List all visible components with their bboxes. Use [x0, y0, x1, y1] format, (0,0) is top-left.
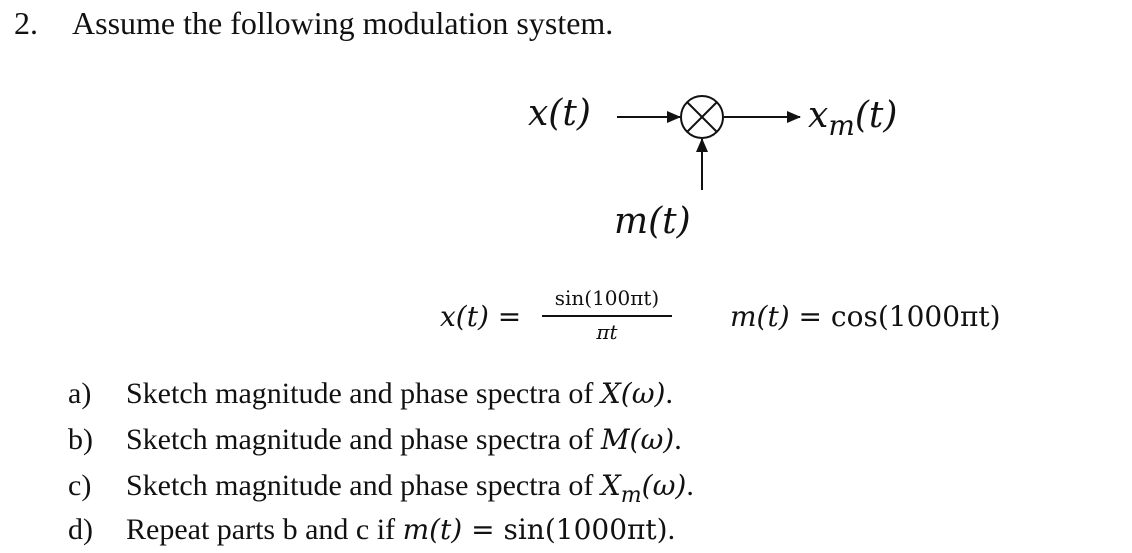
x-equation-lhs: x(t) =	[440, 300, 522, 333]
part-math-main: X	[600, 469, 621, 502]
part-letter: c)	[68, 469, 92, 502]
output-label-tail: (t)	[854, 95, 898, 136]
part-math: m(t)	[402, 513, 463, 546]
x-equation-denominator: πt	[596, 320, 618, 344]
part-rhs: sin(1000πt)	[503, 513, 668, 546]
problem-number: 2.	[14, 5, 38, 41]
problem-text: Assume the following modulation system.	[72, 5, 614, 41]
output-label-subscript: m	[828, 109, 855, 142]
part-math-subscript: m	[620, 483, 642, 508]
part-tail: .	[674, 423, 682, 456]
problem-statement: 2. Assume the following modulation system…	[14, 4, 613, 42]
fraction-bar	[542, 315, 672, 317]
input-signal-label: x(t)	[528, 93, 591, 134]
carrier-signal-label: m(t)	[614, 201, 691, 242]
part-text: Repeat parts b and c if	[126, 513, 403, 546]
x-equation-numerator: sin(100πt)	[554, 286, 660, 310]
part-tail: .	[665, 377, 673, 410]
m-equation-rhs: cos(1000πt)	[830, 300, 1001, 333]
part-math: M(ω)	[600, 423, 675, 456]
part-b: b)Sketch magnitude and phase spectra of …	[68, 420, 682, 460]
output-signal-label: xm(t)	[808, 95, 898, 143]
part-tail: .	[667, 513, 676, 546]
part-math: X(ω)	[600, 377, 666, 410]
part-tail: .	[686, 469, 694, 502]
part-letter: b)	[68, 423, 93, 456]
m-equation-lhs: m(t)	[730, 300, 790, 333]
part-a: a)Sketch magnitude and phase spectra of …	[68, 374, 673, 414]
output-label-main: x	[808, 95, 829, 136]
part-c: c)Sketch magnitude and phase spectra of …	[68, 466, 694, 509]
part-math-tail: (ω)	[641, 469, 687, 502]
part-equals: =	[462, 513, 504, 546]
m-equation: m(t) = cos(1000πt)	[730, 300, 1001, 335]
part-text: Sketch magnitude and phase spectra of	[126, 377, 601, 410]
part-letter: a)	[68, 377, 92, 410]
multiplier-circle-icon	[680, 95, 724, 139]
part-text: Sketch magnitude and phase spectra of	[126, 469, 601, 502]
part-letter: d)	[68, 513, 93, 546]
m-equation-equals: =	[789, 300, 831, 333]
part-d: d) Repeat parts b and c if m(t) = sin(100…	[68, 510, 675, 550]
part-text: Sketch magnitude and phase spectra of	[126, 423, 601, 456]
